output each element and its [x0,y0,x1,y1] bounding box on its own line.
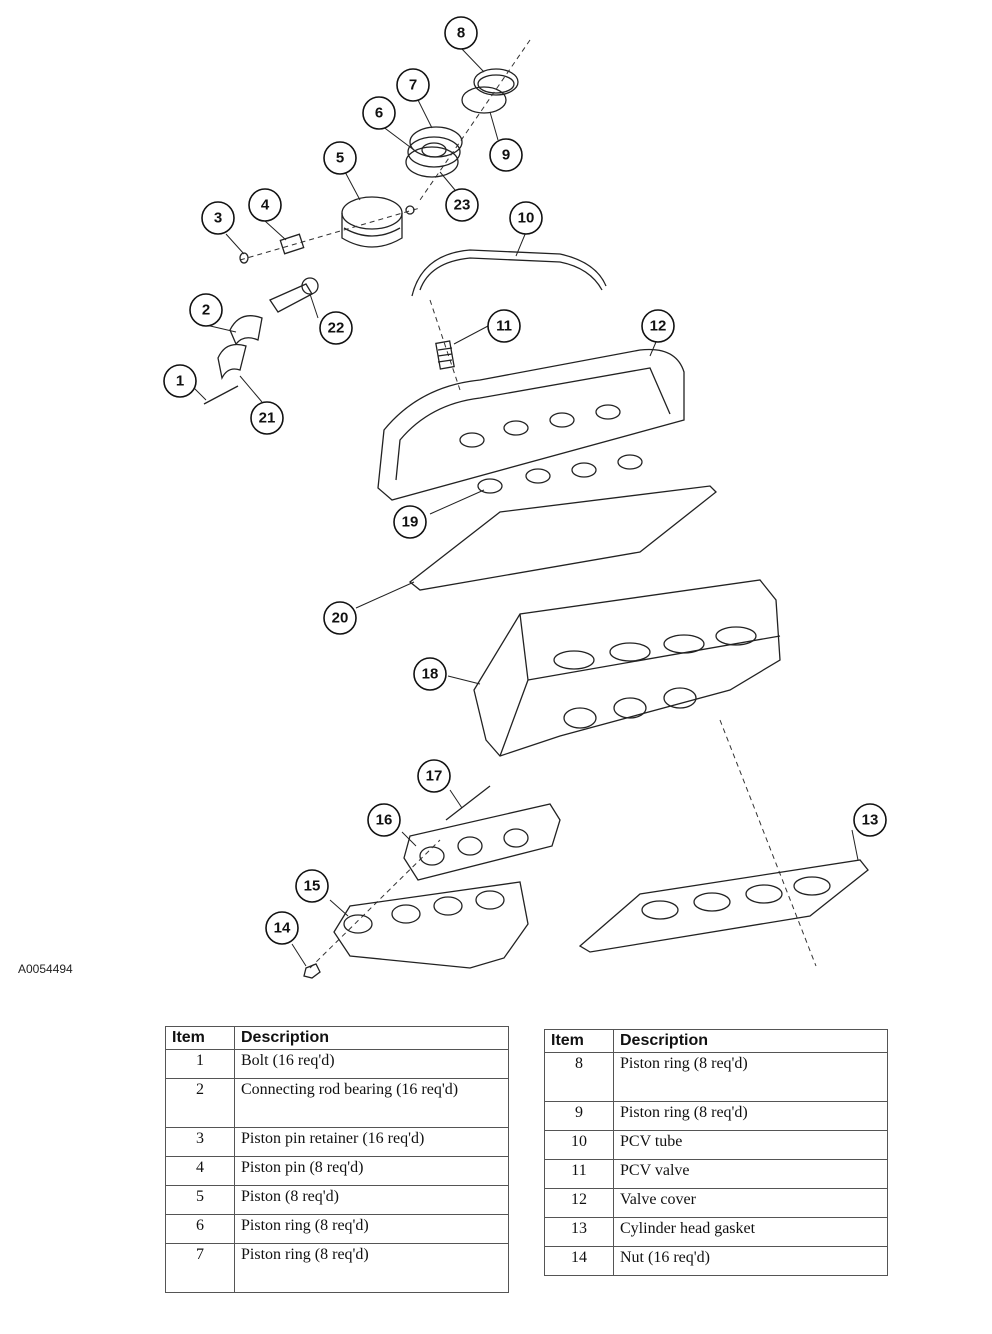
piston-pin-retainer-3-drawing [239,252,249,264]
callout-2: 2 [189,293,223,327]
table-header-row: Item Description [165,1026,509,1050]
piston-pin-4-drawing [279,233,305,255]
callout-19: 19 [393,505,427,539]
callout-10: 10 [509,201,543,235]
head-gasket-axis-line [719,719,817,967]
callout-15: 15 [295,869,329,903]
piston-5-drawing [341,196,415,248]
callout-20: 20 [323,601,357,635]
stud-17-drawing [445,785,491,821]
pin-axis-line [239,207,421,261]
callout-17: 17 [417,759,451,793]
svg-text:11: 11 [496,318,512,335]
svg-text:8: 8 [457,25,465,42]
svg-text:20: 20 [332,610,349,627]
item-header: Item [544,1029,614,1053]
callout-6: 6 [362,96,396,130]
callout-1: 1 [163,364,197,398]
callout-22: 22 [319,311,353,345]
callout-18: 18 [413,657,447,691]
callout-13: 13 [853,803,887,837]
callout-7: 7 [396,68,430,102]
description-header: Description [613,1029,888,1053]
svg-text:15: 15 [304,878,321,895]
svg-text:1: 1 [176,373,184,390]
svg-text:7: 7 [409,77,417,94]
piston-rings-6-7-drawing [405,126,463,178]
svg-text:23: 23 [454,197,471,214]
callout-8: 8 [444,16,478,50]
valve-cover-12-drawing [377,348,685,501]
svg-text:3: 3 [214,210,222,227]
callout-23: 23 [445,188,479,222]
svg-text:16: 16 [376,812,393,829]
callout-5: 5 [323,141,357,175]
callout-12: 12 [641,309,675,343]
nut-14-drawing [303,963,321,979]
svg-text:12: 12 [650,318,667,335]
svg-text:4: 4 [261,197,270,214]
svg-text:22: 22 [328,320,345,337]
callout-11: 11 [487,309,521,343]
table-header-row: Item Description [544,1029,888,1053]
description-header: Description [234,1026,509,1050]
callout-4: 4 [248,188,282,222]
callout-16: 16 [367,803,401,837]
piston-ring-8-drawing [473,68,519,96]
piston-axis-line [419,39,531,201]
leader-lines [193,47,859,967]
connecting-rod-drawing [203,277,319,405]
svg-text:2: 2 [202,302,210,319]
svg-text:6: 6 [375,105,383,122]
svg-text:13: 13 [862,812,879,829]
pcv-tube-10-drawing [419,257,603,291]
exhaust-manifold-15-drawing [333,881,529,969]
cylinder-head-18-drawing [473,579,781,757]
seals-19-drawing [477,454,643,494]
figure-id: A0054494 [18,962,73,976]
manifold-axis-line [309,839,441,969]
svg-text:17: 17 [426,768,443,785]
svg-text:21: 21 [259,410,276,427]
piston-ring-9-drawing [461,86,507,114]
svg-text:19: 19 [402,514,419,531]
svg-text:10: 10 [518,210,535,227]
callout-21: 21 [250,401,284,435]
callout-9: 9 [489,138,523,172]
svg-text:18: 18 [422,666,439,683]
callout-3: 3 [201,201,235,235]
pcv-valve-11-drawing [429,299,461,391]
manifold-gasket-16-drawing [403,803,561,881]
cylinder-head-gasket-13-drawing [578,859,869,953]
svg-text:14: 14 [274,920,291,937]
svg-text:5: 5 [336,150,344,167]
callout-14: 14 [265,911,299,945]
item-header: Item [165,1026,235,1050]
exploded-view-diagram: 8 7 6 9 5 23 4 3 10 2 22 11 12 1 21 19 2… [163,16,887,979]
svg-text:9: 9 [502,147,510,164]
valve-cover-gasket-20-drawing [408,485,717,591]
